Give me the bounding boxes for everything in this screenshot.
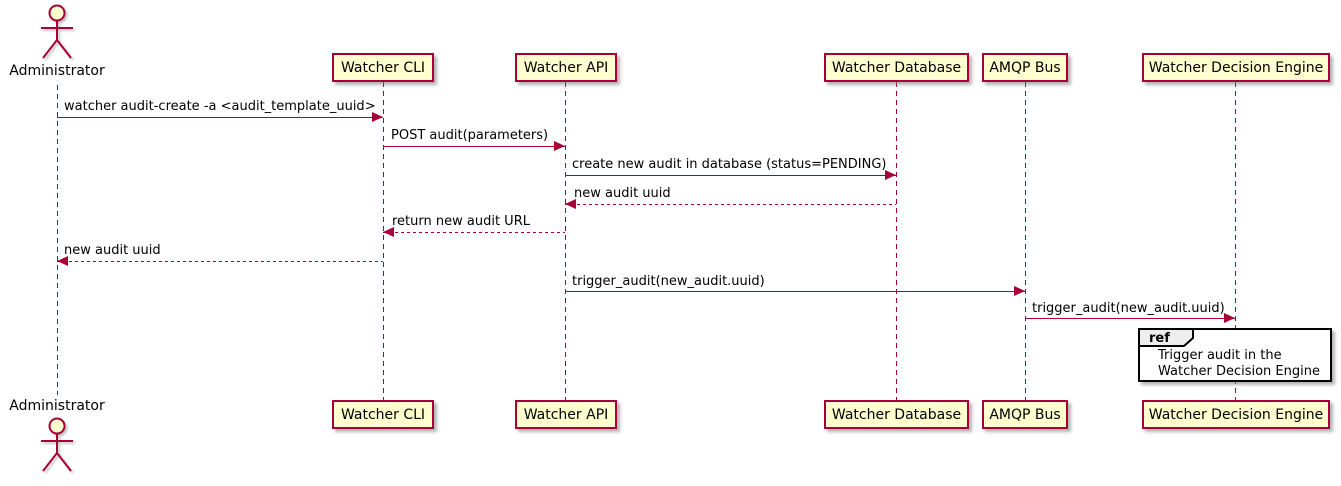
message-4-line — [565, 204, 896, 205]
message-5-line — [383, 232, 565, 233]
ref-fragment: ref Trigger audit in the Watcher Decisio… — [1138, 328, 1332, 382]
message-3-label: create new audit in database (status=PEN… — [572, 157, 887, 172]
lifeline-administrator — [57, 85, 58, 395]
message-2-arrowhead-icon — [554, 141, 565, 151]
message-2-line — [383, 146, 565, 147]
participant-watcher-cli-bottom: Watcher CLI — [332, 400, 434, 429]
actor-label-bottom: Administrator — [9, 398, 105, 414]
message-6-arrowhead-icon — [57, 256, 68, 266]
message-5-arrowhead-icon — [383, 227, 394, 237]
actor-figure-icon — [41, 4, 73, 59]
message-3-arrowhead-icon — [885, 170, 896, 180]
ref-tab-icon — [1138, 328, 1194, 347]
message-1-label: watcher audit-create -a <audit_template_… — [64, 99, 376, 114]
message-7-label: trigger_audit(new_audit.uuid) — [572, 274, 765, 289]
message-8-arrowhead-icon — [1224, 313, 1235, 323]
ref-text-line-2: Watcher Decision Engine — [1158, 364, 1320, 379]
message-4-arrowhead-icon — [565, 199, 576, 209]
message-4-label: new audit uuid — [574, 186, 671, 201]
actor-figure-icon — [41, 417, 73, 472]
message-7-line — [565, 291, 1025, 292]
participant-label: Watcher Decision Engine — [1148, 406, 1324, 423]
participant-label: Watcher Database — [831, 406, 962, 423]
participant-label: Watcher API — [523, 406, 609, 423]
participant-label: Watcher API — [523, 59, 609, 76]
participant-label: AMQP Bus — [989, 59, 1061, 76]
lifeline-watcher-api — [565, 82, 566, 400]
participant-watcher-decision-engine-top: Watcher Decision Engine — [1142, 53, 1330, 82]
participant-amqp-bus-top: AMQP Bus — [982, 53, 1068, 82]
participant-label: Watcher Decision Engine — [1148, 59, 1324, 76]
participant-label: Watcher CLI — [340, 406, 426, 423]
participant-amqp-bus-bottom: AMQP Bus — [982, 400, 1068, 429]
participant-watcher-cli-top: Watcher CLI — [332, 53, 434, 82]
message-5-label: return new audit URL — [392, 214, 530, 229]
message-6-label: new audit uuid — [64, 243, 161, 258]
participant-label: Watcher Database — [831, 59, 962, 76]
ref-text-line-1: Trigger audit in the — [1158, 348, 1282, 363]
message-3-line — [565, 175, 896, 176]
message-6-line — [57, 261, 383, 262]
actor-label-top: Administrator — [9, 63, 105, 79]
message-7-arrowhead-icon — [1014, 286, 1025, 296]
participant-watcher-decision-engine-bottom: Watcher Decision Engine — [1142, 400, 1330, 429]
participant-watcher-api-bottom: Watcher API — [515, 400, 617, 429]
ref-text: Trigger audit in the Watcher Decision En… — [1140, 348, 1330, 380]
lifeline-watcher-decision-engine — [1235, 82, 1236, 400]
lifeline-watcher-cli — [383, 82, 384, 400]
participant-watcher-api-top: Watcher API — [515, 53, 617, 82]
participant-label: AMQP Bus — [989, 406, 1061, 423]
message-8-label: trigger_audit(new_audit.uuid) — [1032, 301, 1225, 316]
message-2-label: POST audit(parameters) — [391, 128, 549, 143]
lifeline-watcher-database — [896, 82, 897, 400]
message-1-line — [57, 117, 383, 118]
message-1-arrowhead-icon — [372, 112, 383, 122]
participant-watcher-database-top: Watcher Database — [824, 53, 969, 82]
message-8-line — [1025, 318, 1235, 319]
lifeline-amqp-bus — [1025, 82, 1026, 400]
participant-watcher-database-bottom: Watcher Database — [824, 400, 969, 429]
ref-keyword: ref — [1149, 331, 1170, 346]
participant-label: Watcher CLI — [340, 59, 426, 76]
